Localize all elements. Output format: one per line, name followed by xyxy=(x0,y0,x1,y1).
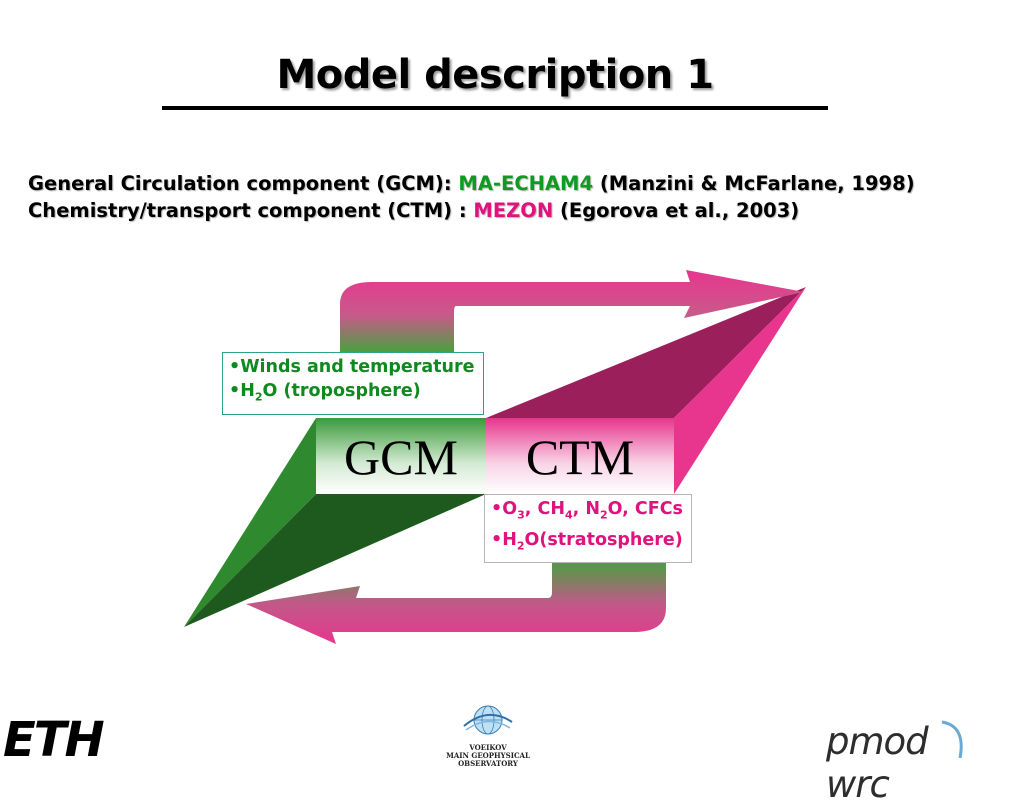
arc-icon xyxy=(942,720,964,759)
ctm-box-label: CTM xyxy=(525,429,635,485)
gcm-description-prefix: General Circulation component (GCM): xyxy=(28,172,459,195)
gcm-output-note: •Winds and temperature •H2O (troposphere… xyxy=(222,352,484,415)
globe-icon xyxy=(463,705,513,735)
bottom-flow-arrow xyxy=(246,562,666,644)
ctm-box xyxy=(486,418,674,494)
pmod-wrc-logo: pmod wrc xyxy=(826,720,1024,806)
gcm-note-item-water: •H2O (troposphere) xyxy=(229,381,421,404)
gcm-box-label: GCM xyxy=(344,429,458,485)
gcm-wedge-light xyxy=(184,418,316,627)
ctm-wedge-dark xyxy=(486,287,806,418)
gcm-wedge-dark xyxy=(184,494,486,627)
ctm-description-citation: (Egorova et al., 2003) xyxy=(553,199,800,222)
ctm-description-line: Chemistry/transport component (CTM) : ME… xyxy=(28,197,1018,224)
ctm-description-prefix: Chemistry/transport component (CTM) : xyxy=(28,199,474,222)
gcm-note-item-winds: •Winds and temperature xyxy=(229,357,475,377)
gcm-description-citation: (Manzini & McFarlane, 1998) xyxy=(593,172,915,195)
model-description: General Circulation component (GCM): MA-… xyxy=(28,170,1018,224)
voeikov-logo-line2: MAIN GEOPHYSICAL xyxy=(446,751,530,760)
voeikov-logo: VOEIKOV MAIN GEOPHYSICAL OBSERVATORY xyxy=(438,700,538,768)
voeikov-logo-line1: VOEIKOV xyxy=(469,743,507,752)
eth-logo: ETH xyxy=(3,712,105,768)
top-flow-arrow xyxy=(340,270,804,352)
title-underline xyxy=(162,106,828,110)
ctm-note-item-gases: •O3, CH4, N2O, CFCs xyxy=(491,499,683,522)
ctm-model-name: MEZON xyxy=(473,199,554,222)
gcm-model-name: MA-ECHAM4 xyxy=(458,172,594,195)
page-title: Model description 1 xyxy=(276,52,714,98)
voeikov-logo-line3: OBSERVATORY xyxy=(458,759,518,768)
wrc-logo-text: wrc xyxy=(826,763,890,806)
ctm-output-note: •O3, CH4, N2O, CFCs •H2O(stratosphere) xyxy=(484,494,692,563)
pmod-logo-text: pmod xyxy=(826,720,929,763)
ctm-note-item-water: •H2O(stratosphere) xyxy=(491,529,683,553)
coupling-diagram xyxy=(184,270,806,644)
gcm-description-line: General Circulation component (GCM): MA-… xyxy=(28,170,1018,197)
gcm-box xyxy=(316,418,486,494)
ctm-wedge-light xyxy=(674,287,806,494)
